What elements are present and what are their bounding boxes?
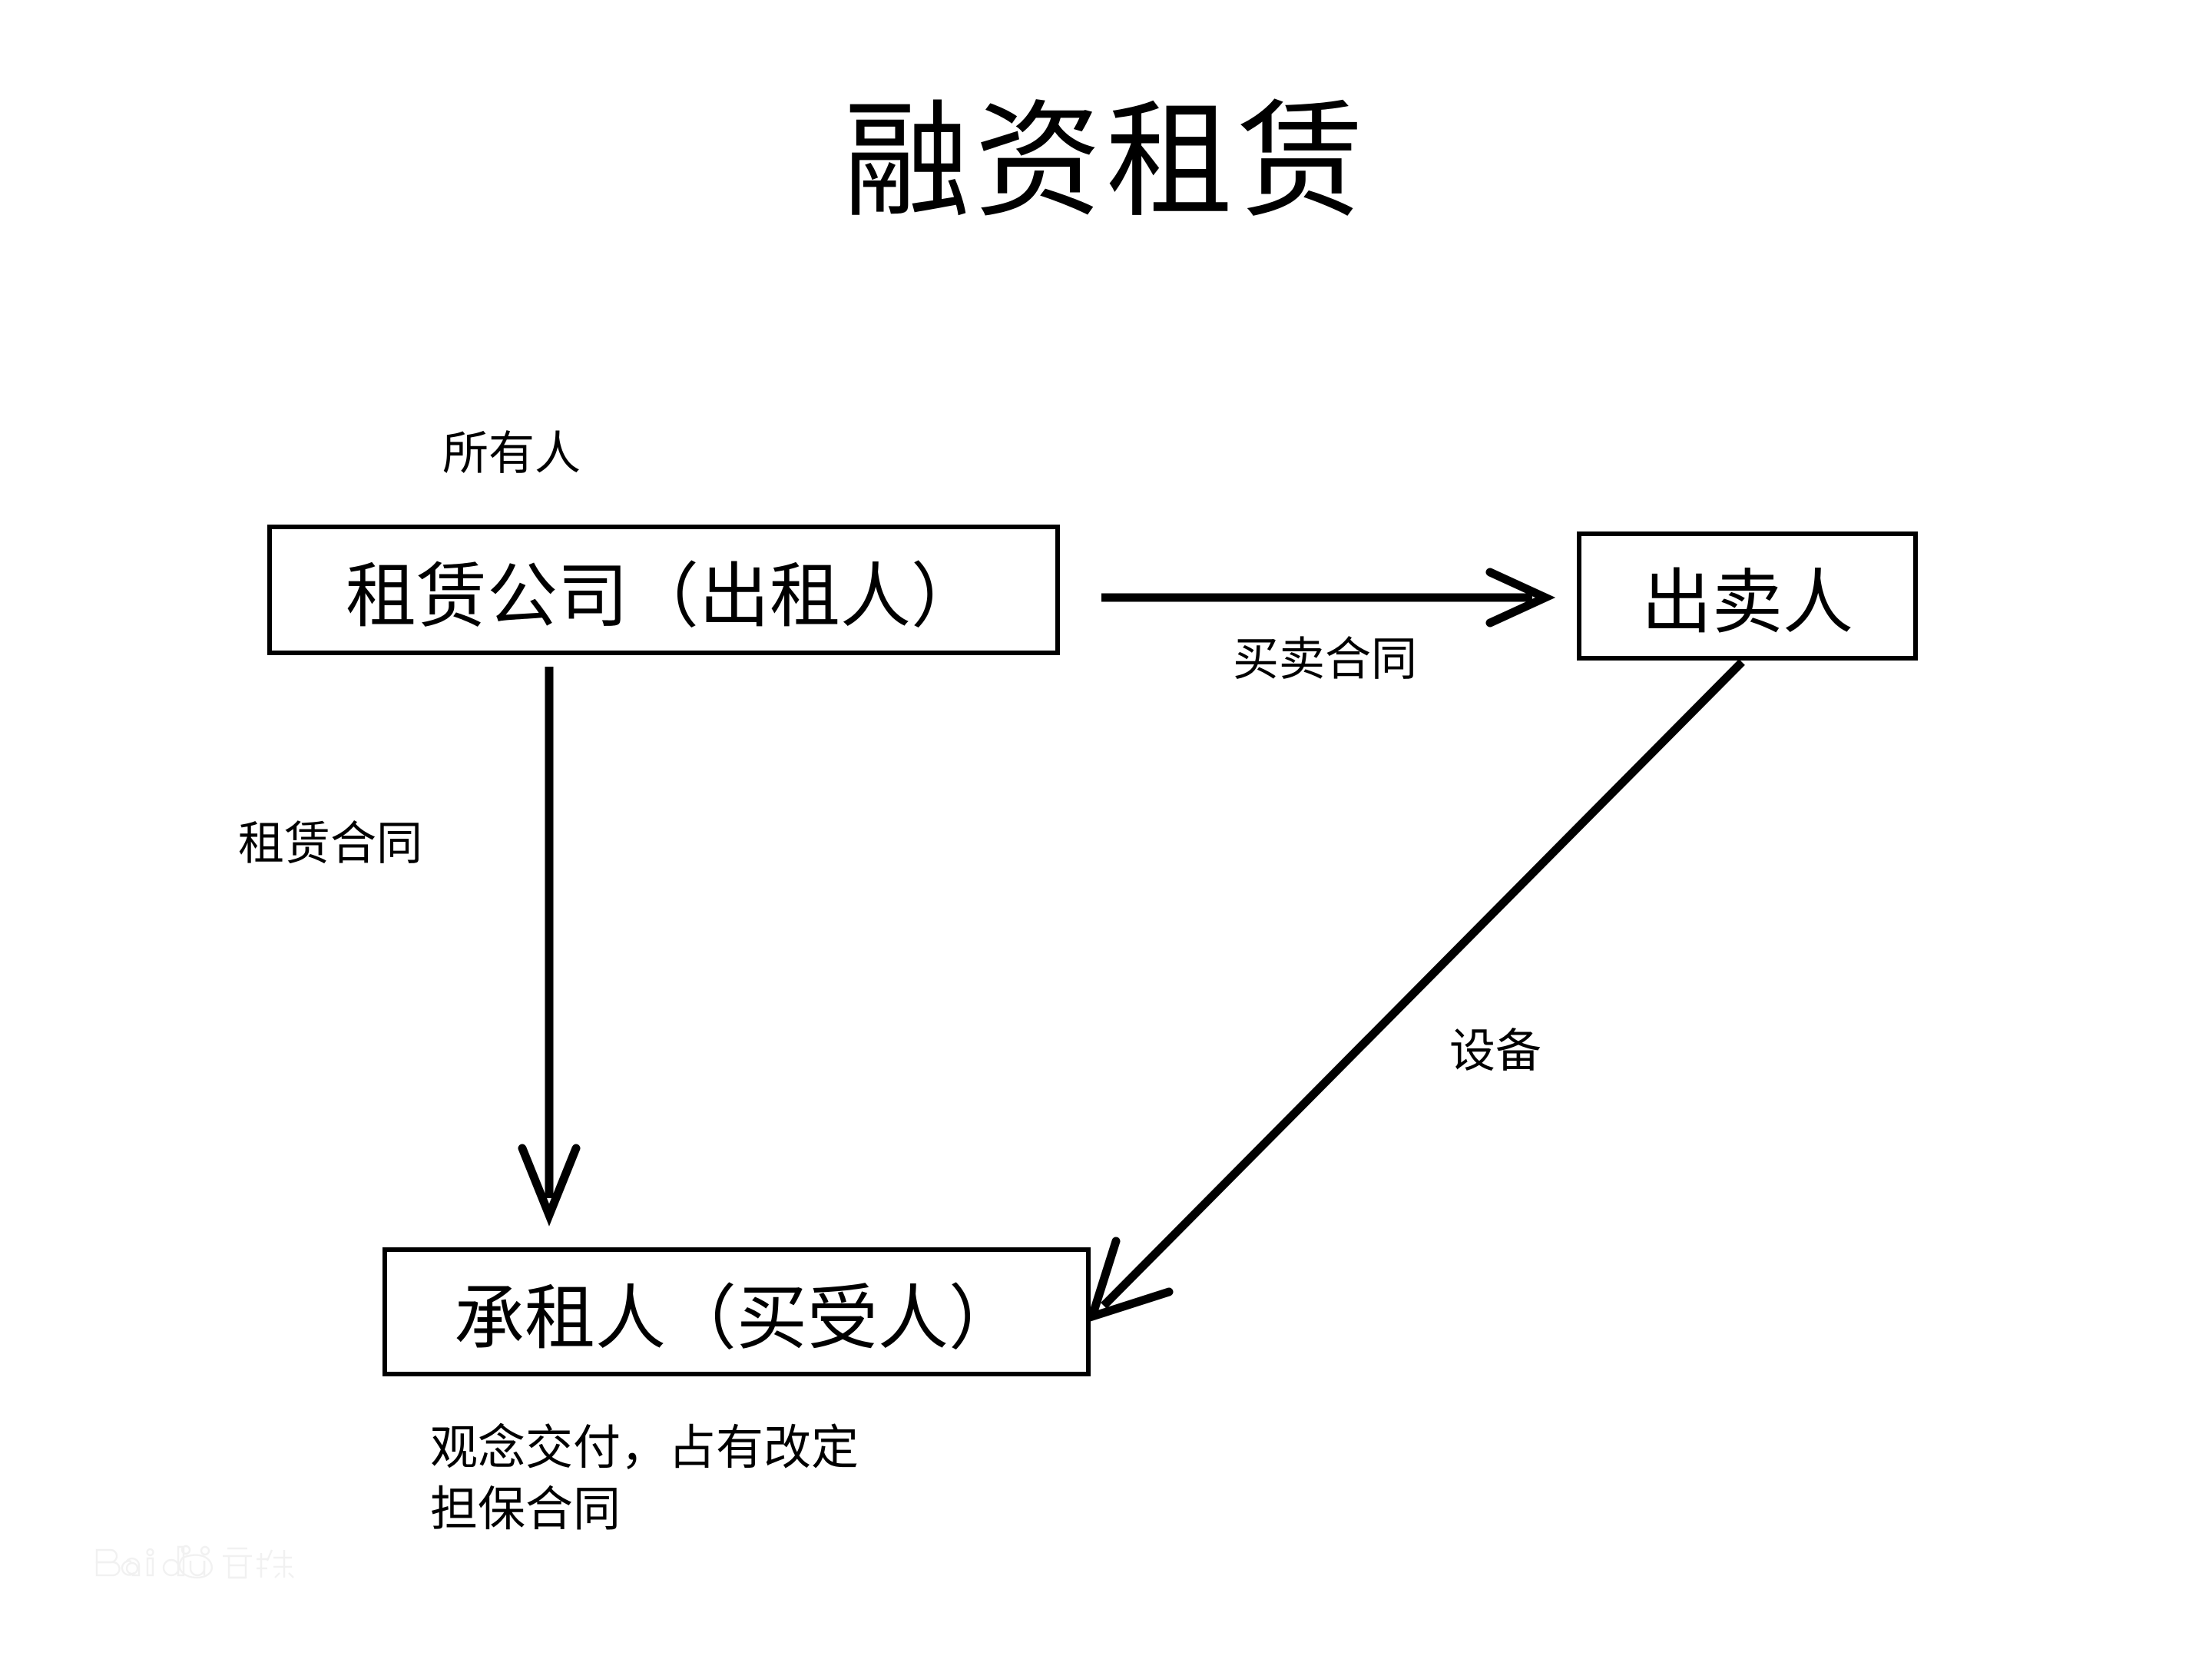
- lessee-note-line-1: 观念交付，占有改定: [430, 1419, 859, 1475]
- edge-label-sales-contract: 买卖合同: [1233, 633, 1417, 687]
- baidu-baike-watermark: [92, 1542, 323, 1588]
- lessee-note-line-2: 担保合同: [430, 1481, 621, 1537]
- edge-label-equipment: 设备: [1449, 1025, 1541, 1078]
- node-seller-label: 出卖人: [1641, 561, 1853, 644]
- edge-sales-contract-arrow: [1101, 568, 1556, 628]
- node-lessee[interactable]: 承租人（买受人）: [382, 1247, 1091, 1376]
- edge-label-lease-contract: 租赁合同: [238, 817, 422, 871]
- node-lessor-label: 租赁公司（出租人）: [345, 555, 982, 637]
- baidu-logo-icon: [95, 1545, 294, 1579]
- node-lessor[interactable]: 租赁公司（出租人）: [267, 525, 1060, 655]
- page-title: 融资租赁: [843, 88, 1369, 235]
- lessee-notes: 观念交付，占有改定 担保合同: [430, 1417, 859, 1540]
- node-seller[interactable]: 出卖人: [1577, 531, 1918, 661]
- lessor-owner-annotation: 所有人: [442, 427, 581, 481]
- edge-equipment-arrow: [1085, 659, 1745, 1323]
- node-lessee-label: 承租人（买受人）: [453, 1277, 1019, 1359]
- edge-lease-contract-arrow: [518, 667, 581, 1227]
